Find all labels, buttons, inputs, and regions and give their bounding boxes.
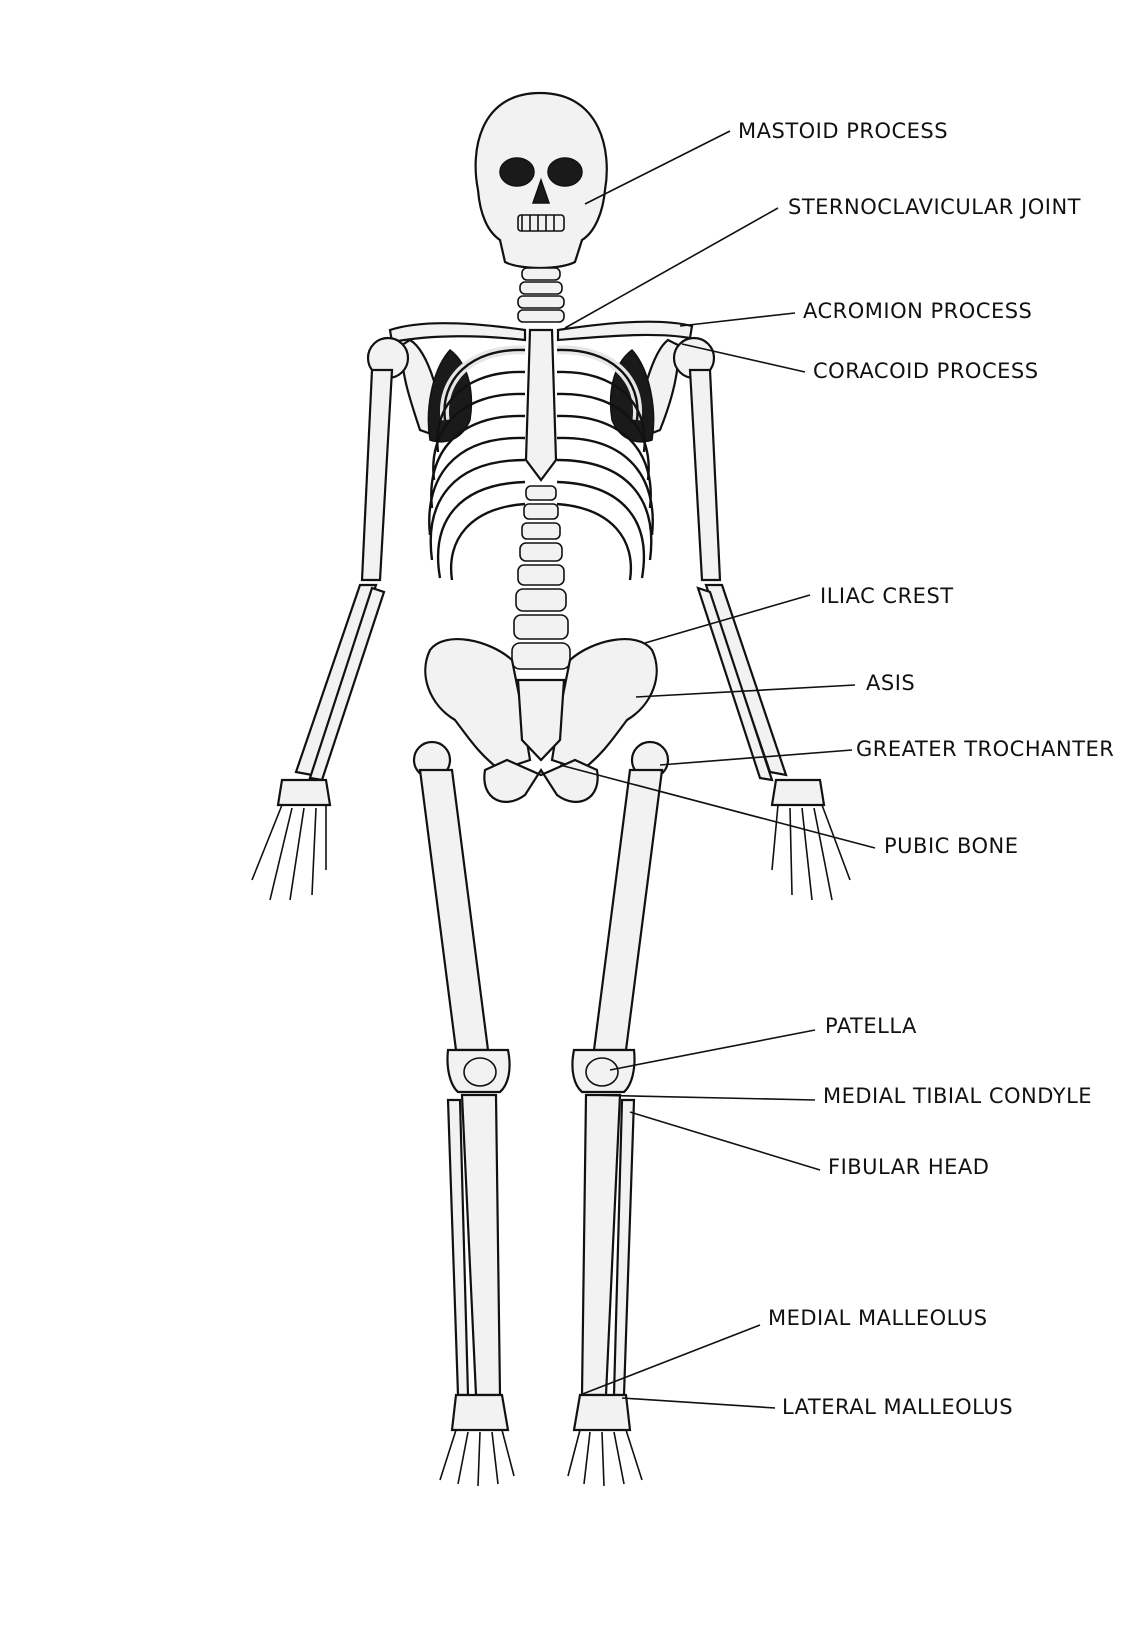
label-medial-tibial-condyle: MEDIAL TIBIAL CONDYLE xyxy=(823,1084,1092,1108)
arm-right xyxy=(672,336,851,901)
leader-lines xyxy=(559,130,876,1409)
label-patella: PATELLA xyxy=(825,1014,917,1038)
leg-right xyxy=(567,740,670,1487)
label-medial-malleolus: MEDIAL MALLEOLUS xyxy=(768,1306,988,1330)
label-sternoclavicular-joint: STERNOCLAVICULAR JOINT xyxy=(788,195,1081,219)
leader-fibular xyxy=(629,1111,821,1171)
label-iliac-crest: ILIAC CREST xyxy=(820,584,954,608)
sternum xyxy=(524,328,558,482)
pelvis xyxy=(424,638,658,803)
label-coracoid-process: CORACOID PROCESS xyxy=(813,359,1039,383)
leader-lateral-malleolus xyxy=(621,1397,776,1409)
leader-mastoid xyxy=(584,130,731,205)
labels: MASTOID PROCESS STERNOCLAVICULAR JOINT A… xyxy=(738,119,1114,1419)
label-pubic-bone: PUBIC BONE xyxy=(884,834,1019,858)
leader-patella xyxy=(609,1029,816,1071)
cervical-spine xyxy=(517,267,565,323)
leader-iliac xyxy=(644,594,811,644)
skull xyxy=(474,91,608,270)
arm-left xyxy=(251,336,410,901)
ribs-right xyxy=(556,345,654,581)
skeleton-illustration xyxy=(251,91,851,1487)
label-fibular-head: FIBULAR HEAD xyxy=(828,1155,989,1179)
leader-pubic xyxy=(559,764,876,849)
label-mastoid-process: MASTOID PROCESS xyxy=(738,119,948,143)
leader-asis xyxy=(635,684,856,698)
spine xyxy=(511,485,571,670)
leader-trochanter xyxy=(659,749,853,766)
label-lateral-malleolus: LATERAL MALLEOLUS xyxy=(782,1395,1013,1419)
label-asis: ASIS xyxy=(866,671,915,695)
leg-left xyxy=(412,740,515,1487)
label-greater-trochanter: GREATER TROCHANTER xyxy=(856,737,1114,761)
leader-acromion xyxy=(679,312,796,327)
leader-tibial xyxy=(585,1094,816,1101)
rib-cage xyxy=(427,328,655,581)
leader-sternoclavicular xyxy=(564,207,779,329)
leader-medial-malleolus xyxy=(579,1324,761,1396)
ribs-left xyxy=(428,345,526,581)
leader-coracoid xyxy=(681,343,806,373)
label-acromion-process: ACROMION PROCESS xyxy=(803,299,1032,323)
